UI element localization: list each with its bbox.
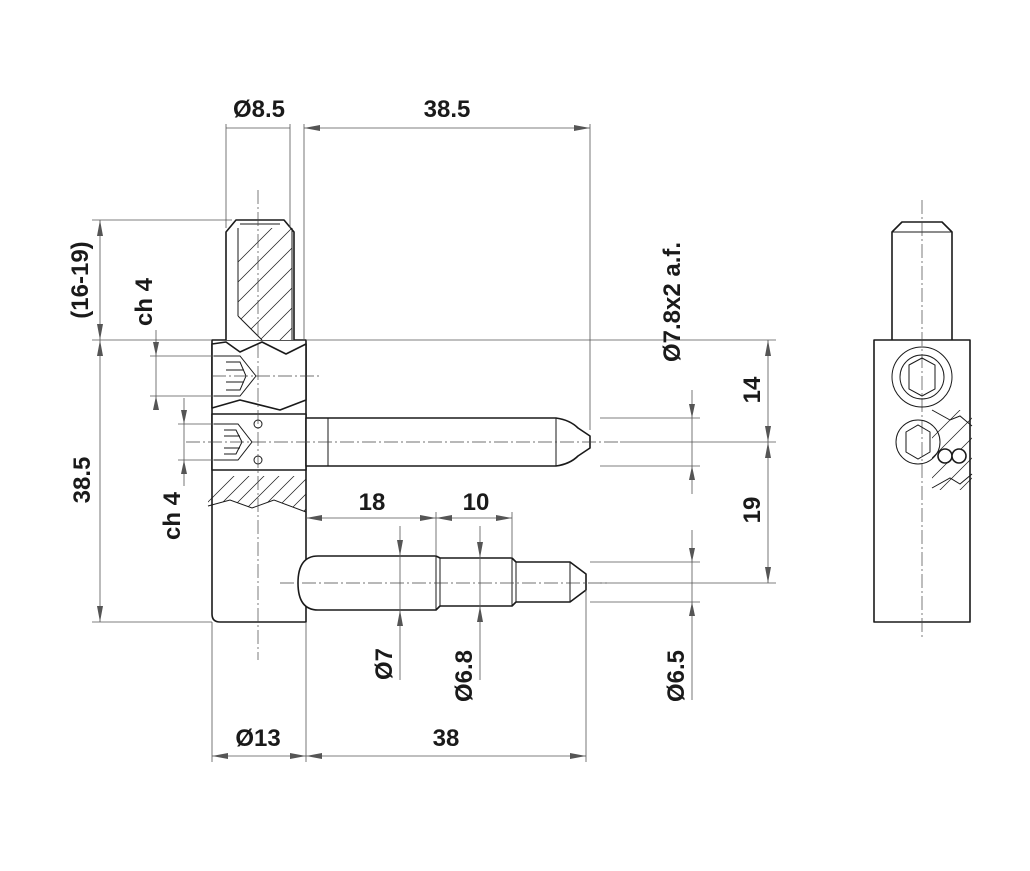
dimension-labels: Ø8.5 38.5 (16-19) ch 4 38.5 ch 4 Ø7.8x2 … [67,96,766,752]
label-diameter-7: Ø7 [371,648,398,680]
label-diameter-8-5: Ø8.5 [233,96,285,123]
side-view [873,200,973,640]
label-spacing-14: 14 [739,376,766,403]
main-view [186,190,620,660]
side-view-hex-socket-upper [891,346,953,408]
label-diameter-6-8: Ø6.8 [451,650,478,702]
label-hex-key-7-8: Ø7.8x2 a.f. [659,242,686,362]
label-diameter-6-5: Ø6.5 [663,650,690,702]
label-adjust-range: (16-19) [67,241,94,318]
dimension-lines [92,124,776,762]
label-hex-ch4-lower: ch 4 [159,491,186,540]
label-diameter-13: Ø13 [235,725,280,752]
label-spacing-19: 19 [739,497,766,524]
side-view-hex-socket-lower [895,419,941,465]
label-hex-ch4-upper: ch 4 [131,277,158,326]
upper-horizontal-pin [305,417,591,467]
label-length-38: 38 [433,725,460,752]
label-body-height-38-5: 38.5 [69,457,96,504]
top-pin-hatch [238,228,292,340]
label-length-38-5-top: 38.5 [424,96,471,123]
label-length-18: 18 [359,489,386,516]
label-length-10: 10 [463,489,490,516]
